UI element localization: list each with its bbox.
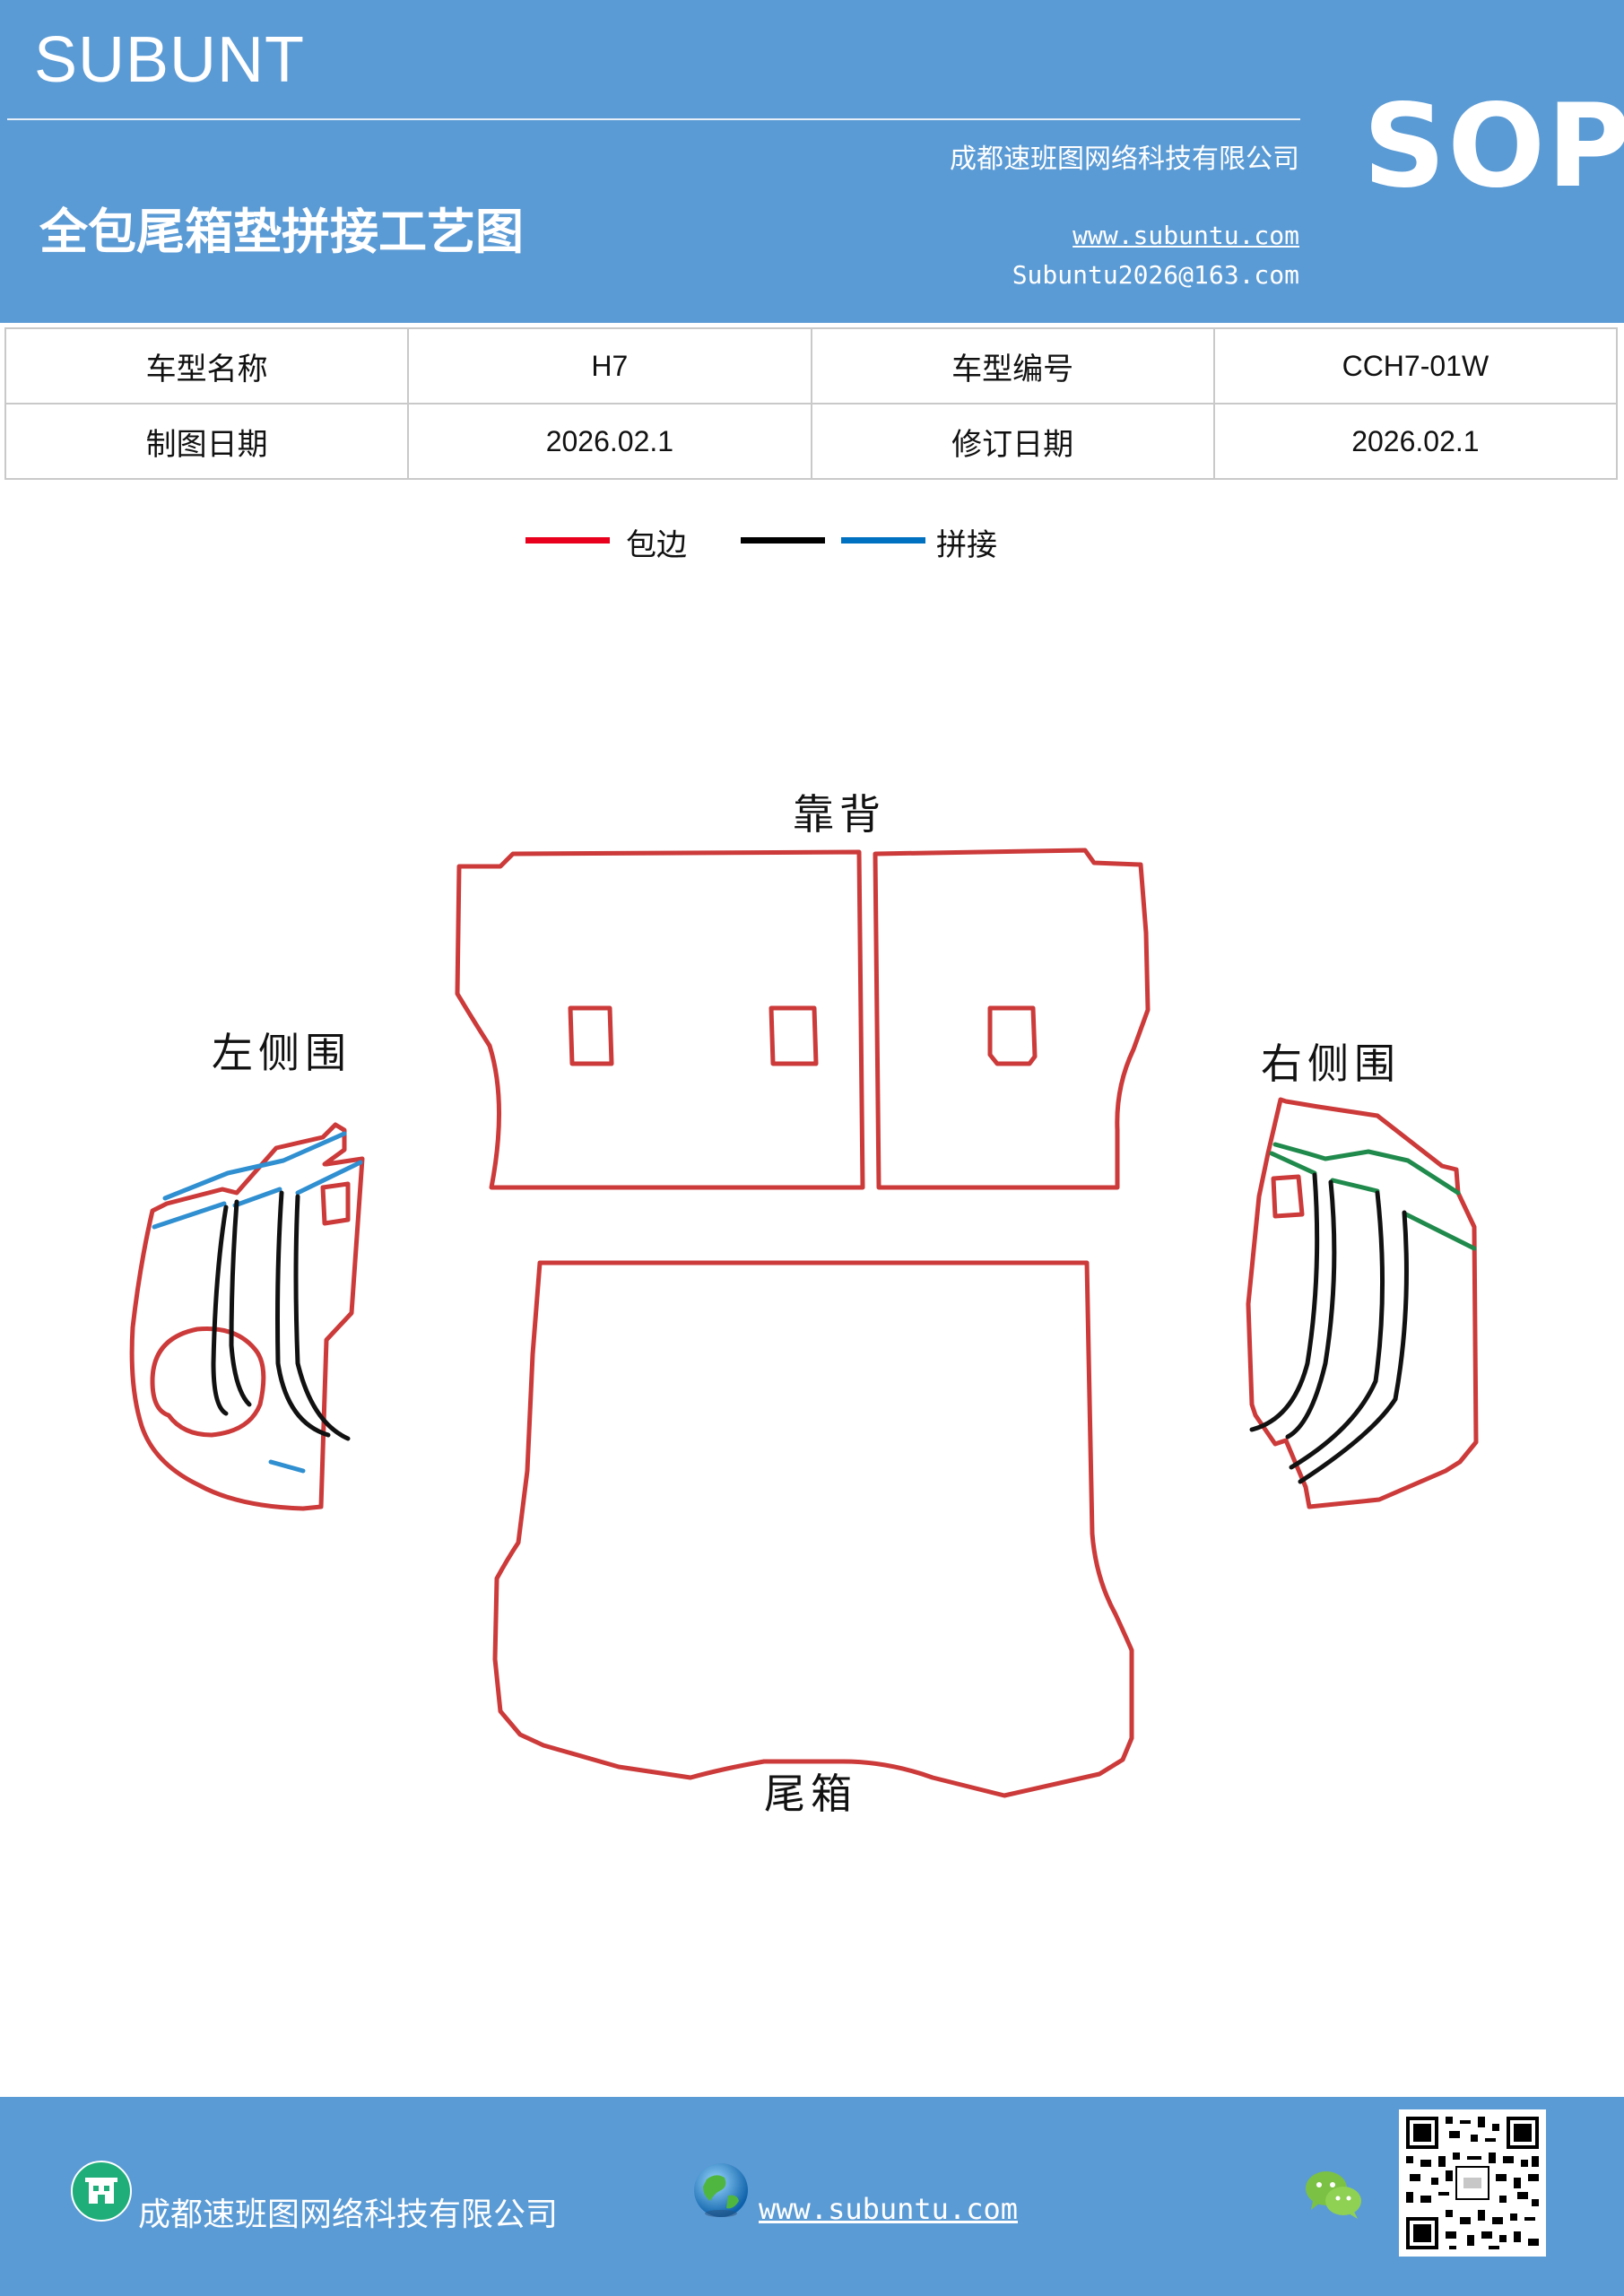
legend-black-swatch <box>741 537 825 544</box>
brand-name: SUBUNT <box>34 24 306 96</box>
left-side-outline <box>129 1122 365 1511</box>
label-left-side: 左侧围 <box>212 1029 352 1077</box>
qr-code <box>1399 2109 1546 2257</box>
left-side-cutout <box>320 1181 351 1226</box>
right-splice-seam <box>1272 1142 1461 1196</box>
header-banner: SUBUNT 成都速班图网络科技有限公司 全包尾箱垫拼接工艺图 www.subu… <box>0 0 1624 323</box>
trunk-floor-piece <box>492 1260 1134 1798</box>
mat-pieces-svg <box>129 848 1479 1798</box>
revise-date-value: 2026.02.1 <box>1212 403 1619 480</box>
left-side-circle <box>150 1326 266 1438</box>
footer-website-link[interactable]: www.subuntu.com <box>759 2192 1018 2226</box>
footer-company-name: 成都速班图网络科技有限公司 <box>138 2196 559 2233</box>
draw-date-value: 2026.02.1 <box>407 403 812 480</box>
backrest-right-piece <box>873 848 1151 1190</box>
building-icon <box>71 2161 132 2222</box>
table-row: 制图日期 2026.02.1 修订日期 2026.02.1 <box>4 403 1619 480</box>
vehicle-info-table: 车型名称 H7 车型编号 CCH7-01W 制图日期 2026.02.1 修订日… <box>4 327 1619 480</box>
legend-splice-label: 拼接 <box>936 527 997 563</box>
left-black-seam <box>211 1205 229 1416</box>
right-black-seam <box>1249 1172 1320 1432</box>
model-name-value: H7 <box>407 327 812 404</box>
backrest-cutout <box>987 1005 1038 1066</box>
revise-date-label: 修订日期 <box>810 403 1215 480</box>
right-black-seam <box>1298 1210 1409 1484</box>
right-side-outline <box>1246 1097 1479 1509</box>
right-splice-seam <box>1403 1212 1477 1251</box>
company-name: 成都速班图网络科技有限公司 <box>950 144 1299 175</box>
website-link[interactable]: www.subuntu.com <box>1073 221 1299 250</box>
table-row: 车型名称 H7 车型编号 CCH7-01W <box>4 327 1619 404</box>
label-right-side: 右侧围 <box>1261 1039 1401 1088</box>
left-splice-seam <box>295 1160 363 1196</box>
legend: 包边 拼接 <box>0 520 1624 574</box>
right-splice-seam <box>1269 1151 1317 1176</box>
model-code-label: 车型编号 <box>810 327 1215 404</box>
left-splice-seam <box>232 1187 282 1208</box>
label-trunk: 尾箱 <box>764 1770 857 1818</box>
right-black-seam <box>1289 1190 1385 1470</box>
right-splice-seam <box>1330 1178 1380 1194</box>
globe-icon <box>694 2163 748 2217</box>
model-code-value: CCH7-01W <box>1212 327 1619 404</box>
mat-layout-diagram: 靠背 左侧围 右侧围 尾箱 <box>0 771 1624 1830</box>
document-title: 全包尾箱垫拼接工艺图 <box>39 204 524 260</box>
backrest-left-piece <box>455 849 865 1190</box>
left-splice-seam <box>268 1459 306 1474</box>
backrest-cutout <box>769 1005 819 1066</box>
footer-banner: 成都速班图网络科技有限公司 www.subuntu.com <box>0 2097 1624 2296</box>
right-side-cutout <box>1271 1174 1305 1219</box>
model-name-label: 车型名称 <box>4 327 410 404</box>
legend-splice-swatch <box>841 537 925 544</box>
wechat-icon <box>1306 2171 1361 2219</box>
legend-edge-label: 包边 <box>626 527 687 563</box>
right-black-seam <box>1285 1179 1337 1439</box>
left-splice-seam <box>152 1201 227 1230</box>
left-black-seam <box>229 1199 252 1407</box>
header-divider <box>7 118 1300 120</box>
contact-email[interactable]: Subuntu2026@163.com <box>1012 260 1299 290</box>
left-splice-seam <box>162 1131 347 1201</box>
draw-date-label: 制图日期 <box>4 403 410 480</box>
sop-badge: SOP <box>1363 80 1624 213</box>
legend-edge-swatch <box>525 537 610 544</box>
left-black-seam <box>293 1194 351 1441</box>
left-black-seam <box>275 1190 331 1438</box>
backrest-cutout <box>568 1005 614 1066</box>
label-backrest: 靠背 <box>793 790 886 839</box>
